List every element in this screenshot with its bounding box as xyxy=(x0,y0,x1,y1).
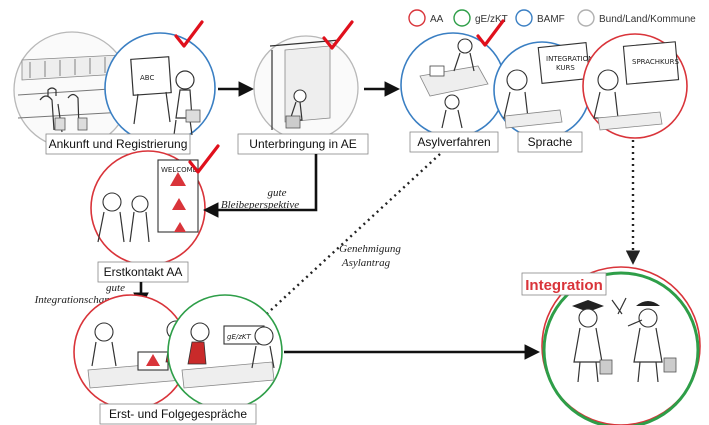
integration-scene xyxy=(541,266,701,425)
arrow-housing-to-first-contact xyxy=(202,154,318,218)
edge-label-approval: Genehmigung Asylantrag xyxy=(339,243,401,269)
arrow-asylum-to-talks xyxy=(255,153,441,324)
check-first-contact xyxy=(188,144,220,174)
label-arrival: Ankunft und Registrierung xyxy=(49,137,188,151)
legend-item-ge-zkt: gE/zKT xyxy=(453,9,508,27)
stage-asylum: Asylverfahren xyxy=(400,19,506,153)
asylum-desk-scene xyxy=(400,32,506,138)
board-integration-course-1: INTEGRATIONS xyxy=(546,55,598,63)
edge-label-good-prospect-2: Bleibeperspektive xyxy=(221,199,299,211)
label-integration: Integration xyxy=(525,277,603,294)
stage-first-contact: WELCOME Erstkontakt AA xyxy=(90,144,220,283)
legend-label-bamf: BAMF xyxy=(537,14,565,25)
label-housing: Unterbringung in AE xyxy=(249,137,356,151)
first-contact-welcome-scene: WELCOME xyxy=(90,150,206,266)
legend: AA gE/zKT BAMF Bund/Land/Kommune xyxy=(408,9,696,27)
stage-talks: gE/zKT Erst- und Folgegespräche xyxy=(73,294,283,425)
legend-label-ge-zkt: gE/zKT xyxy=(475,14,508,25)
stage-housing: Unterbringung in AE xyxy=(237,20,369,155)
label-language: Sprache xyxy=(528,135,573,149)
language-sprachkurs-scene: SPRACHKURS xyxy=(582,33,688,139)
stage-integration: Integration xyxy=(521,266,701,425)
legend-label-aa: AA xyxy=(430,14,444,25)
board-integration-course-2: KURS xyxy=(556,64,575,72)
edge-label-good-chances-1: gute xyxy=(106,282,125,294)
legend-label-bund-land-kommune: Bund/Land/Kommune xyxy=(599,14,696,25)
legend-item-aa: AA xyxy=(408,9,444,27)
check-asylum xyxy=(476,19,505,47)
legend-item-bund-land-kommune: Bund/Land/Kommune xyxy=(577,9,696,27)
edge-label-approval-2: Asylantrag xyxy=(341,257,391,269)
talks-ge-zkt-scene: gE/zKT xyxy=(167,294,283,410)
check-arrival xyxy=(174,20,204,48)
arrival-flipchart-scene: ABC xyxy=(104,32,216,144)
board-ge-zkt: gE/zKT xyxy=(227,333,251,341)
edge-label-approval-1: Genehmigung xyxy=(339,243,401,255)
language-course-scene: INTEGRATIONS KURS xyxy=(493,41,598,139)
arrival-station-scene xyxy=(13,31,131,149)
check-housing xyxy=(322,20,354,50)
board-welcome: WELCOME xyxy=(161,166,197,174)
label-asylum: Asylverfahren xyxy=(417,135,490,149)
stage-language: INTEGRATIONS KURS SPRACHKURS Sprache xyxy=(493,33,688,153)
board-sprachkurs: SPRACHKURS xyxy=(632,58,679,66)
label-first-contact: Erstkontakt AA xyxy=(104,265,183,279)
edge-label-good-prospect-1: gute xyxy=(268,187,287,199)
legend-item-bamf: BAMF xyxy=(515,9,565,27)
stage-arrival: ABC Ankunft und Registrierung xyxy=(13,20,216,155)
label-talks: Erst- und Folgegespräche xyxy=(109,407,247,421)
edge-label-good-prospect: gute Bleibeperspektive xyxy=(221,187,299,211)
board-abc: ABC xyxy=(140,74,154,82)
housing-room-scene xyxy=(253,35,359,141)
